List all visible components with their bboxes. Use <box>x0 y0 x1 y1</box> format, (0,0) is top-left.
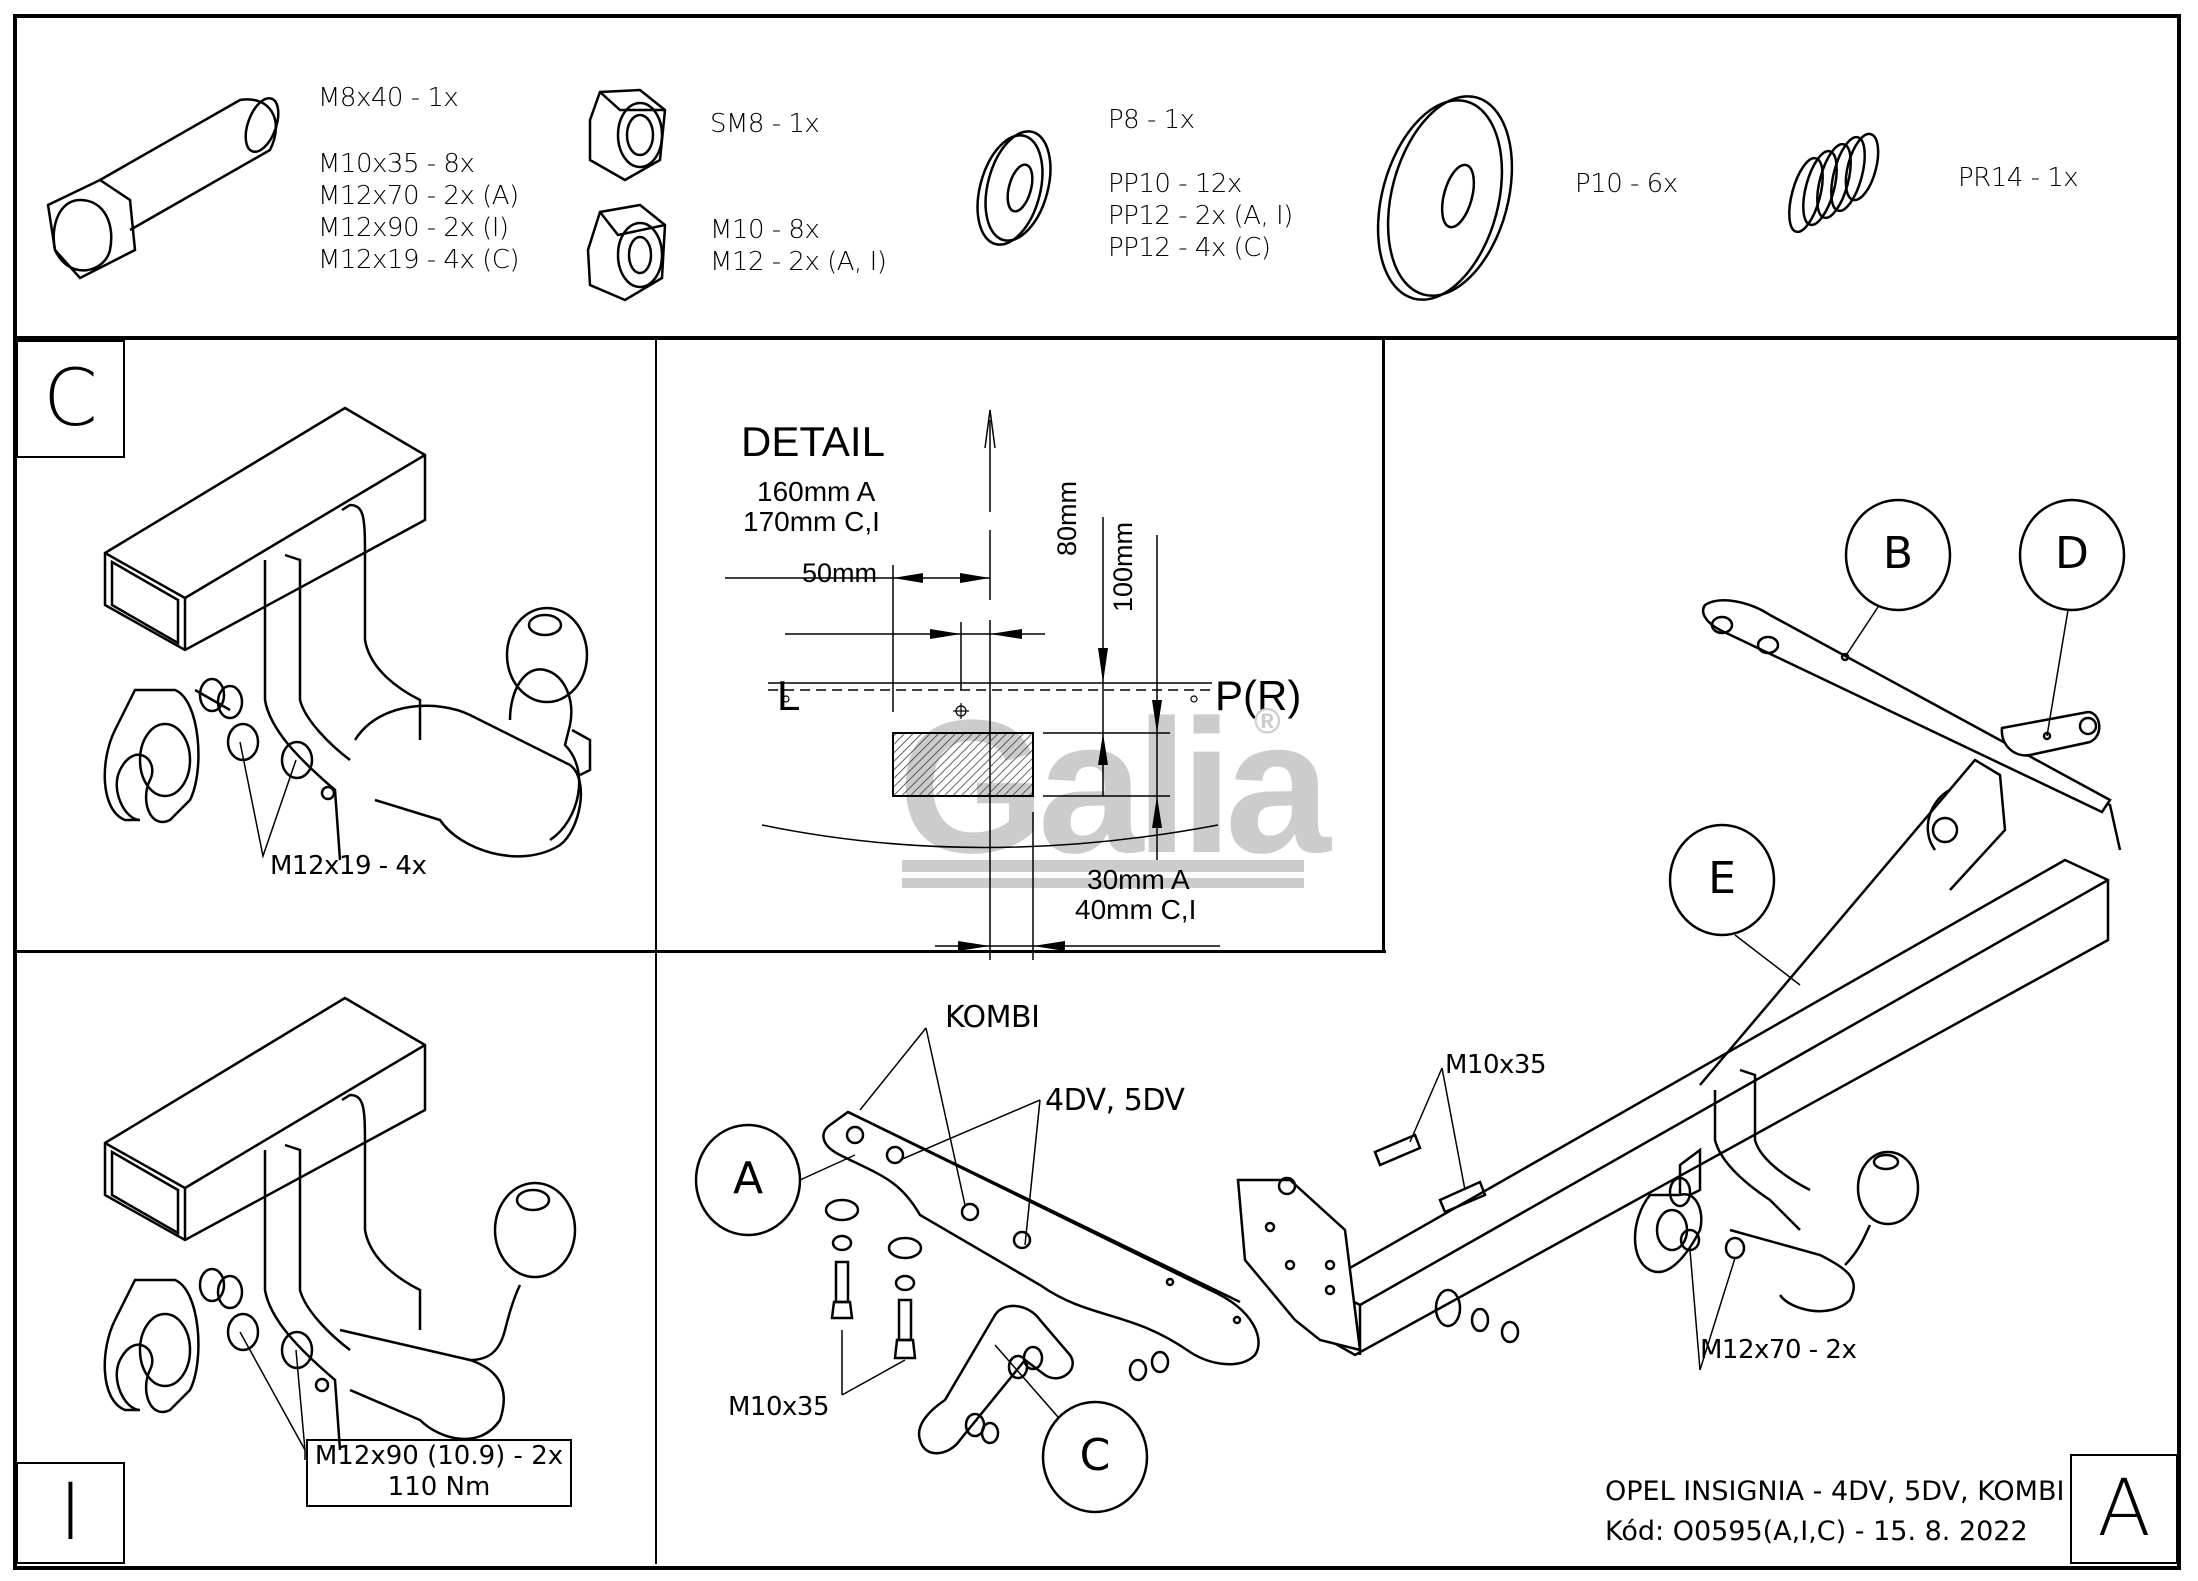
panel-c-hitch <box>103 406 592 861</box>
side-left-label: L <box>777 672 801 719</box>
detail-right-edge <box>1382 338 1385 953</box>
variant-label-box: A <box>2070 1454 2178 1564</box>
bolt-spec-2: M10x35 - 8x <box>318 149 475 179</box>
dim-bottom-ci: 40mm C,I <box>1075 894 1197 925</box>
bolt-spec-5: M12x19 - 4x (C) <box>318 245 520 275</box>
dim-50mm: 50mm <box>802 558 878 588</box>
panel-i-bolt-callout: M12x90 (10.9) - 2x 110 Nm <box>306 1439 572 1507</box>
parts-row-art <box>46 88 1880 302</box>
panel-c-label: C <box>16 340 125 458</box>
panel-c-bolt-callout: M12x19 - 4x <box>270 851 427 881</box>
bubble-d <box>2018 498 2126 612</box>
panel-i-hitch <box>103 996 577 1460</box>
kombi-callout: KOMBI <box>945 1000 1040 1035</box>
large-washer-icon <box>1376 95 1514 301</box>
title-block: OPEL INSIGNIA - 4DV, 5DV, KOMBI Kód: O05… <box>1605 1472 2064 1552</box>
dim-offset-ci: 170mm C,I <box>743 506 880 537</box>
detail-title: DETAIL <box>741 418 885 465</box>
4dv-5dv-callout: 4DV, 5DV <box>1045 1083 1185 1118</box>
bubble-c <box>1041 1400 1149 1514</box>
variant-label-text: A <box>2097 1464 2151 1554</box>
hex-nut-icon <box>586 203 667 302</box>
part-a-side-arm <box>822 1110 1260 1366</box>
nut-spec-1: M10 - 8x <box>710 215 820 245</box>
washer-spec-2: PP10 - 12x <box>1108 169 1242 199</box>
bubble-b <box>1844 498 1952 612</box>
part-c-bracket <box>917 1304 1170 1455</box>
bubble-d-label: D <box>2055 528 2089 579</box>
m10x35-left-callout: M10x35 <box>728 1392 830 1422</box>
m10x35-top-callout: M10x35 <box>1445 1050 1547 1080</box>
spring-washer-spec: PR14 - 1x <box>1958 163 2079 193</box>
panel-i-label-text: I <box>58 1468 82 1558</box>
washer-spec-4: PP12 - 4x (C) <box>1108 233 1271 263</box>
hex-bolt-icon <box>46 97 280 280</box>
lock-nut-icon <box>588 88 667 182</box>
leader-lines <box>799 606 2069 1418</box>
parts-row-divider <box>13 336 2181 340</box>
m12x70-callout: M12x70 - 2x <box>1700 1335 1857 1365</box>
bubble-a-label: A <box>732 1153 764 1204</box>
panel-i-label: I <box>16 1462 125 1564</box>
part-a-fasteners <box>824 1198 923 1360</box>
vehicle-model: OPEL INSIGNIA - 4DV, 5DV, KOMBI <box>1605 1476 2065 1507</box>
bolt-spec-4: M12x90 - 2x (I) <box>318 213 509 243</box>
panel-c-label-text: C <box>43 354 98 444</box>
part-e-crossbar <box>1236 599 2122 1357</box>
washer-spec-3: PP12 - 2x (A, I) <box>1108 201 1293 231</box>
bubble-e-label: E <box>1708 853 1736 904</box>
panel-i-torque: 110 Nm <box>387 1472 491 1502</box>
product-code: Kód: O0595(A,I,C) - 15. 8. 2022 <box>1605 1516 2028 1547</box>
spring-washer-icon <box>1788 132 1880 234</box>
washer-spec-1: P8 - 1x <box>1108 105 1195 135</box>
large-washer-spec: P10 - 6x <box>1575 169 1678 199</box>
bubble-b-label: B <box>1882 528 1914 579</box>
panel-i-bolt-spec: M12x90 (10.9) - 2x <box>314 1441 564 1471</box>
bolt-spec-3: M12x70 - 2x (A) <box>318 181 519 211</box>
bubble-c-label: C <box>1079 1430 1111 1481</box>
dim-bottom-a: 30mm A <box>1087 864 1190 895</box>
dim-offset-a: 160mm A <box>757 476 876 507</box>
lock-nut-spec: SM8 - 1x <box>710 109 820 139</box>
bubble-e <box>1668 823 1776 937</box>
small-washer-icon <box>976 130 1052 246</box>
left-panels-divider <box>13 950 1386 953</box>
bolt-spec-1: M8x40 - 1x <box>318 83 459 113</box>
nut-spec-2: M12 - 2x (A, I) <box>710 247 887 277</box>
side-right-label: P(R) <box>1215 672 1302 719</box>
drawing-frame <box>13 14 2181 1570</box>
watermark-registered-mark: ® <box>1254 700 1281 741</box>
